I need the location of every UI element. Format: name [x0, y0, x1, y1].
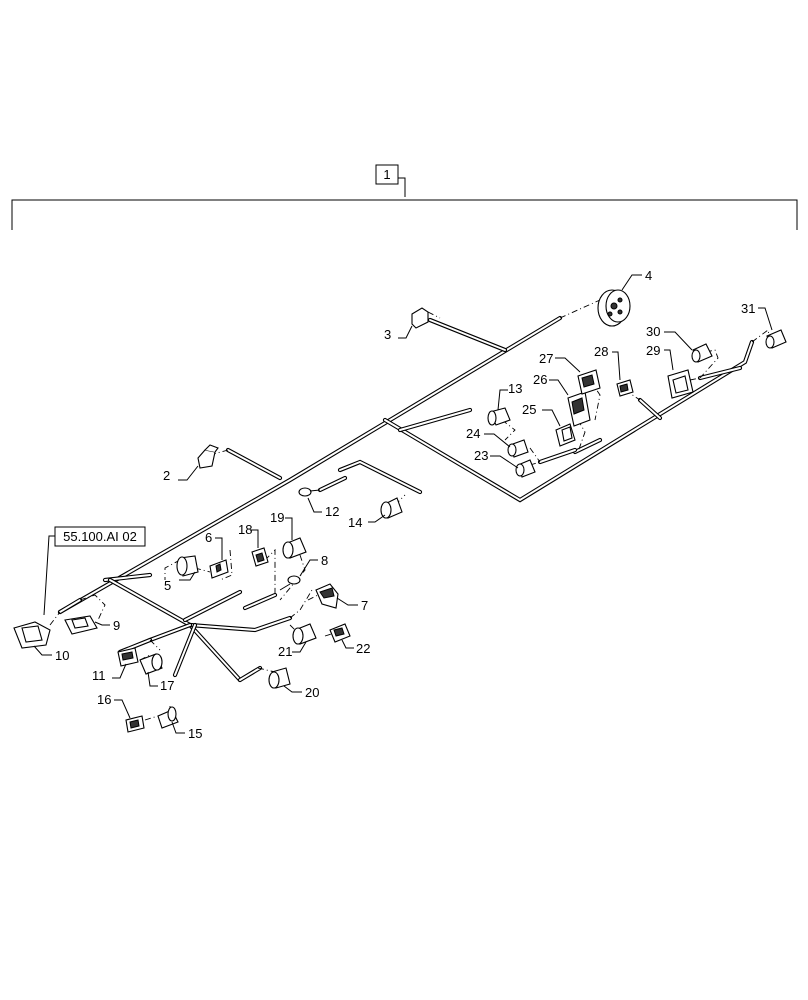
part-29-connector[interactable]: [667, 369, 694, 399]
part-22-connector[interactable]: [329, 623, 351, 643]
callout-31: 31: [741, 301, 755, 316]
part-25-connector[interactable]: [555, 423, 576, 447]
part-7-connector[interactable]: [315, 583, 339, 609]
callout-25: 25: [522, 402, 536, 417]
callout-6: 6: [205, 530, 212, 545]
reference-label[interactable]: 55.100.AI 02: [43, 526, 146, 616]
part-23-connector[interactable]: [515, 459, 536, 478]
callout-numbers: 2 3 4 5 6 7 8 9 10 11 12 13 14 15 16 17 …: [55, 268, 755, 741]
callout-5: 5: [164, 578, 171, 593]
callout-21: 21: [278, 644, 292, 659]
part-20-connector[interactable]: [268, 667, 291, 689]
part-3-connector[interactable]: [411, 307, 429, 329]
part-26-connector[interactable]: [567, 391, 591, 427]
part-17-connector[interactable]: [139, 653, 163, 675]
callout-17: 17: [160, 678, 174, 693]
harness-trunk: [57, 315, 755, 615]
callout-4: 4: [645, 268, 652, 283]
callout-10: 10: [55, 648, 69, 663]
part-6-connector[interactable]: [209, 559, 229, 579]
callout-7: 7: [361, 598, 368, 613]
callout-24: 24: [466, 426, 480, 441]
callout-9: 9: [113, 618, 120, 633]
part-16-connector[interactable]: [125, 715, 145, 733]
callout-19: 19: [270, 510, 284, 525]
part-30-connector[interactable]: [691, 343, 713, 363]
callout-20: 20: [305, 685, 319, 700]
callout-14: 14: [348, 515, 362, 530]
part-18-connector[interactable]: [251, 547, 269, 567]
part-12-ring-terminal[interactable]: [298, 487, 321, 497]
callout-23: 23: [474, 448, 488, 463]
assembly-bracket: 1: [11, 164, 798, 230]
callout-22: 22: [356, 641, 370, 656]
callout-18: 18: [238, 522, 252, 537]
callout-leaders: [33, 274, 773, 734]
reference-label-text: 55.100.AI 02: [63, 529, 137, 544]
callout-11: 11: [92, 668, 106, 683]
callout-28: 28: [594, 344, 608, 359]
callout-30: 30: [646, 324, 660, 339]
part-24-connector[interactable]: [507, 439, 529, 458]
part-2-connector[interactable]: [197, 444, 219, 469]
callout-26: 26: [533, 372, 547, 387]
harness-branches: [57, 572, 293, 683]
part-28-connector[interactable]: [616, 379, 634, 397]
part-13-connector[interactable]: [487, 407, 511, 426]
part-10-connector[interactable]: [13, 621, 51, 649]
part-15-connector[interactable]: [157, 706, 179, 729]
callout-15: 15: [188, 726, 202, 741]
part-27-connector[interactable]: [577, 369, 601, 395]
callout-2: 2: [163, 468, 170, 483]
part-9-connector[interactable]: [64, 615, 98, 635]
callout-16: 16: [97, 692, 111, 707]
part-4-round-connector[interactable]: [597, 289, 631, 327]
part-8-ring-terminal[interactable]: [279, 575, 301, 591]
part-19-connector[interactable]: [282, 537, 307, 559]
assembly-item-number: 1: [383, 167, 390, 182]
callout-12: 12: [325, 504, 339, 519]
callout-8: 8: [321, 553, 328, 568]
part-5-connector[interactable]: [176, 555, 199, 577]
part-14-connector[interactable]: [380, 497, 403, 519]
callout-13: 13: [508, 381, 522, 396]
callout-27: 27: [539, 351, 553, 366]
callout-29: 29: [646, 343, 660, 358]
part-21-connector[interactable]: [292, 623, 317, 645]
part-31-connector[interactable]: [765, 329, 787, 349]
callout-3: 3: [384, 327, 391, 342]
part-11-connector[interactable]: [117, 647, 139, 667]
